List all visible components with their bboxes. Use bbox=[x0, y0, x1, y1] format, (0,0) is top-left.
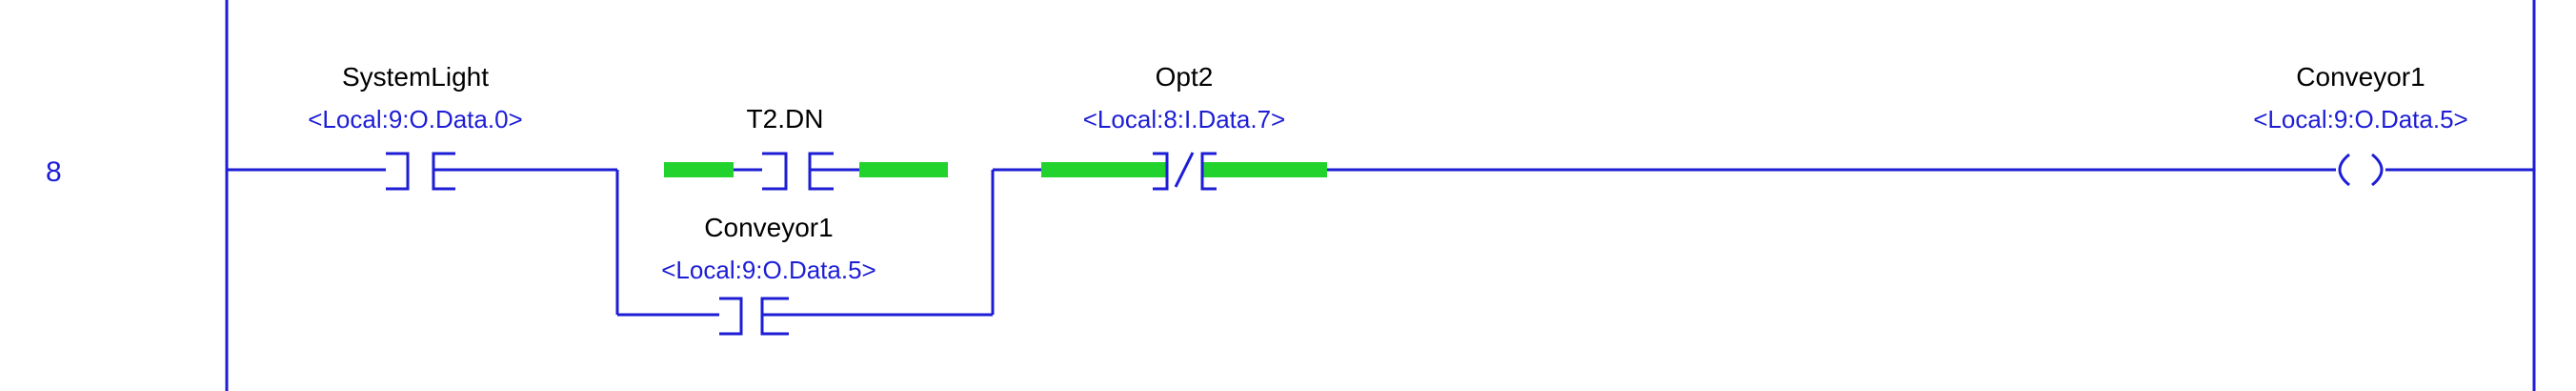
conveyor1-coil[interactable]: Conveyor1 <Local:9:O.Data.5> bbox=[2253, 62, 2468, 187]
xic-contact-symbol-icon bbox=[762, 152, 834, 191]
xic-contact-symbol-icon bbox=[386, 152, 455, 191]
systemlight-contact[interactable]: SystemLight <Local:9:O.Data.0> bbox=[308, 62, 523, 191]
opt2-tag: Opt2 bbox=[1156, 62, 1214, 92]
systemlight-address: <Local:9:O.Data.0> bbox=[308, 105, 522, 134]
xic-contact-symbol-icon bbox=[719, 297, 789, 336]
xio-contact-symbol-icon bbox=[1153, 152, 1217, 191]
opt2-address: <Local:8:I.Data.7> bbox=[1083, 105, 1285, 134]
systemlight-tag: SystemLight bbox=[342, 62, 489, 92]
rung-number[interactable]: 8 bbox=[46, 156, 62, 188]
t2dn-tag: T2.DN bbox=[747, 104, 824, 134]
opt2-contact[interactable]: Opt2 <Local:8:I.Data.7> bbox=[1041, 62, 1327, 191]
conveyor1-branch-tag: Conveyor1 bbox=[704, 213, 833, 242]
output-coil-icon bbox=[2317, 153, 2405, 187]
conveyor1-branch-address: <Local:9:O.Data.5> bbox=[661, 256, 875, 284]
conveyor1-coil-address: <Local:9:O.Data.5> bbox=[2253, 105, 2467, 134]
conveyor1-branch-contact[interactable]: Conveyor1 <Local:9:O.Data.5> bbox=[661, 213, 876, 336]
conveyor1-coil-tag: Conveyor1 bbox=[2296, 62, 2425, 92]
t2dn-contact[interactable]: T2.DN bbox=[664, 104, 948, 191]
